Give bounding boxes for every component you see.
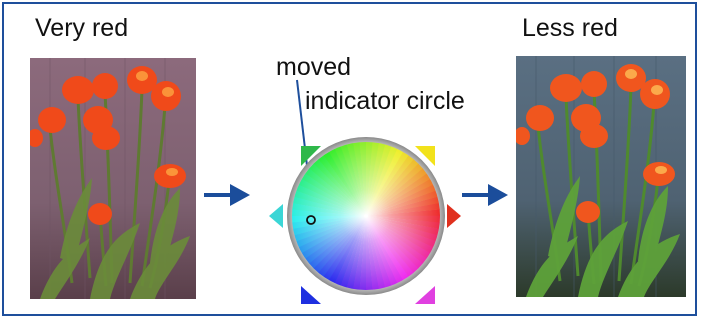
before-photo bbox=[30, 58, 196, 299]
callout-indicator-label: indicator circle bbox=[305, 89, 465, 114]
color-wheel-control[interactable] bbox=[265, 136, 475, 304]
after-label: Less red bbox=[522, 16, 618, 41]
callout-moved-label: moved bbox=[276, 55, 351, 80]
red-side-icon bbox=[447, 204, 461, 228]
before-label: Very red bbox=[35, 16, 128, 41]
blue-corner-icon bbox=[301, 286, 321, 304]
arrow-right-icon bbox=[204, 182, 252, 208]
after-photo bbox=[516, 56, 686, 297]
cyan-side-icon bbox=[269, 204, 283, 228]
magenta-corner-icon bbox=[415, 286, 435, 304]
